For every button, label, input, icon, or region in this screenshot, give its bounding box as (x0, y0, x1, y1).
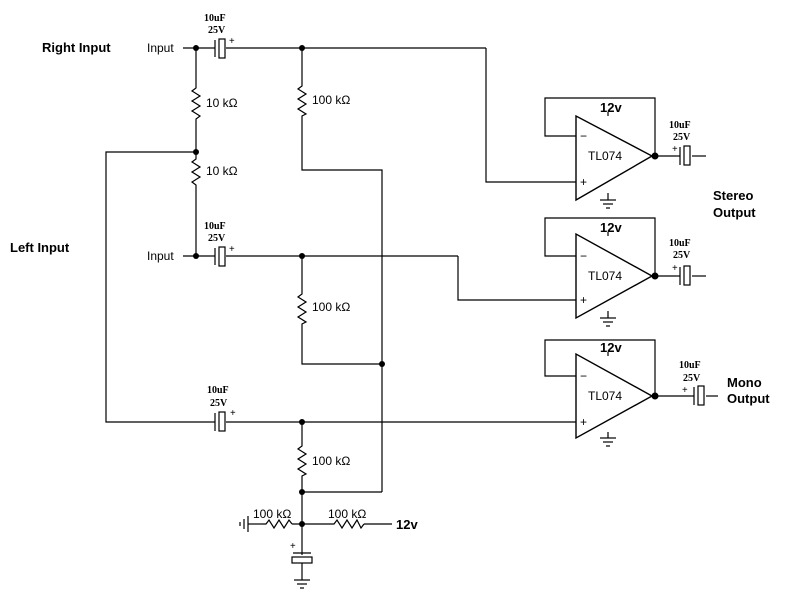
opamp-minus-label: − (580, 369, 587, 383)
opamp-triangle-1 (575, 114, 654, 202)
resistor-10k-upper (190, 84, 202, 122)
opamp-model-label: TL074 (588, 149, 622, 163)
junction-dot (651, 272, 659, 280)
capacitor-output-mono (690, 385, 705, 406)
junction-dot (299, 45, 305, 51)
cap-plus-label: + (290, 541, 296, 552)
cap-value-label: 10uF (204, 221, 226, 232)
opamp-minus-label: − (580, 249, 587, 263)
text-labels: Right Input Left Input Input Input Stere… (10, 13, 770, 552)
cap-plus-label: + (672, 263, 678, 274)
ground-icon (600, 199, 616, 209)
grounds (239, 199, 616, 589)
opamp-vcc-label: 12v (600, 100, 622, 115)
mono-output-label-line1: Mono (727, 375, 762, 390)
opamp-model-label: TL074 (588, 269, 622, 283)
cap-plus-label: + (229, 244, 235, 255)
junction-dot (379, 361, 385, 367)
opamp-minus-label: − (580, 129, 587, 143)
capacitor-output-2 (676, 265, 691, 286)
stereo-output-label-line1: Stereo (713, 188, 754, 203)
opamp-triangle-2 (575, 232, 654, 320)
resistor-100k-left (296, 290, 308, 325)
wires (105, 47, 718, 555)
cap-voltage-label: 25V (208, 233, 226, 244)
junction-dot (193, 45, 199, 51)
resistor-label: 10 kΩ (206, 96, 238, 110)
junction-dot (299, 489, 305, 495)
opamp-triangle-3 (575, 352, 654, 440)
junction-dot (193, 149, 199, 155)
opamps (575, 114, 654, 440)
ground-icon (239, 516, 249, 532)
capacitors (210, 38, 705, 564)
resistor-100k-mono (296, 442, 308, 478)
cap-voltage-label: 25V (208, 25, 226, 36)
opamp-vcc-label: 12v (600, 340, 622, 355)
capacitor-left-input (210, 246, 226, 267)
cap-voltage-label: 25V (673, 132, 691, 143)
opamp-vcc-label: 12v (600, 220, 622, 235)
cap-value-label: 10uF (669, 120, 691, 131)
ground-icon (600, 437, 616, 447)
capacitor-right-input (210, 38, 226, 59)
cap-voltage-label: 25V (683, 373, 701, 384)
stereo-output-label-line2: Output (713, 205, 756, 220)
supply-label: 12v (396, 517, 418, 532)
cap-value-label: 10uF (204, 13, 226, 24)
cap-plus-label: + (682, 385, 688, 396)
opamp-model-label: TL074 (588, 389, 622, 403)
resistor-label: 10 kΩ (206, 164, 238, 178)
resistors (190, 82, 365, 530)
cap-plus-label: + (230, 408, 236, 419)
junction-dot (299, 253, 305, 259)
resistor-label: 100 kΩ (253, 507, 291, 521)
resistor-label: 100 kΩ (312, 300, 350, 314)
cap-plus-label: + (672, 144, 678, 155)
cap-voltage-label: 25V (210, 398, 228, 409)
resistor-100k-right (296, 82, 308, 118)
opamp-plus-label: + (580, 415, 587, 429)
capacitor-output-1 (676, 145, 691, 166)
resistor-10k-lower (190, 155, 202, 188)
junction-dot (299, 521, 305, 527)
cap-value-label: 10uF (207, 385, 229, 396)
junction-dot (651, 152, 659, 160)
junctions (193, 45, 659, 527)
resistor-label: 100 kΩ (312, 454, 350, 468)
junction-dot (651, 392, 659, 400)
left-input-label: Left Input (10, 240, 70, 255)
resistor-label: 100 kΩ (312, 93, 350, 107)
input-label-middle: Input (147, 249, 174, 263)
opamp-plus-label: + (580, 293, 587, 307)
resistor-100k-bias-ground (262, 518, 293, 530)
resistor-label: 100 kΩ (328, 507, 366, 521)
junction-dot (193, 253, 199, 259)
input-label-top: Input (147, 41, 174, 55)
cap-plus-label: + (229, 36, 235, 47)
opamp-plus-label: + (580, 175, 587, 189)
ground-icon (294, 563, 310, 589)
resistor-100k-bias-supply (330, 518, 365, 530)
right-input-label: Right Input (42, 40, 111, 55)
mono-output-label-line2: Output (727, 391, 770, 406)
junction-dot (299, 419, 305, 425)
cap-voltage-label: 25V (673, 250, 691, 261)
ground-icon (600, 317, 616, 327)
capacitor-mono-input (210, 411, 226, 432)
cap-value-label: 10uF (679, 360, 701, 371)
cap-value-label: 10uF (669, 238, 691, 249)
